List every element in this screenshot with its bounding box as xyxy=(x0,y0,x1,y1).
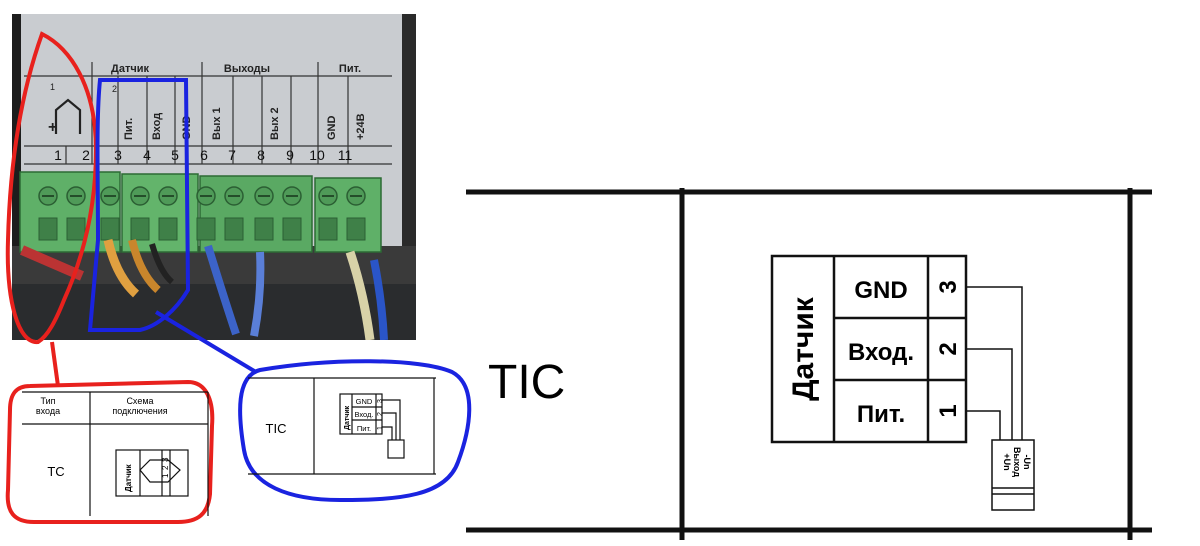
panel-terminal-number-2: 2 xyxy=(82,147,90,163)
main-table-frame xyxy=(466,188,1152,540)
terminal-opening-6 xyxy=(196,217,216,241)
thermocouple-symbol xyxy=(54,98,82,134)
panel-terminal-number-5: 5 xyxy=(171,147,179,163)
panel-terminal-number-7: 7 xyxy=(228,147,236,163)
brown-wire xyxy=(128,239,161,293)
main-tic-label: TIC xyxy=(488,356,565,409)
main-block-label: Датчик xyxy=(787,296,820,401)
panel-terminal-number-11: 11 xyxy=(338,147,353,163)
panel-terminal-label-4: Вых 2 xyxy=(269,107,281,140)
panel-group-label-1: Выходы xyxy=(224,63,270,75)
panel-terminal-number-3: 3 xyxy=(114,147,122,163)
main-pin-1: 1 xyxy=(935,404,962,417)
main-row-input: Вход. xyxy=(848,339,914,366)
panel-terminal-label-5: GND xyxy=(326,116,338,141)
panel-group-label-0: Датчик xyxy=(111,63,149,75)
orange-wire xyxy=(103,238,140,298)
blue-wire-2 xyxy=(250,251,265,337)
main-row-power: Пит. xyxy=(857,401,905,428)
blue-wire-3 xyxy=(370,259,388,340)
terminal-opening-5 xyxy=(158,217,178,241)
main-pin-3: 3 xyxy=(935,280,962,293)
wires xyxy=(20,238,388,340)
terminal-opening-4 xyxy=(130,217,150,241)
main-row-gnd: GND xyxy=(854,277,907,304)
terminal-screws xyxy=(38,186,366,241)
panel-mark-2: 2 xyxy=(112,84,117,94)
cream-wire xyxy=(345,250,375,340)
terminal-opening-11 xyxy=(346,217,366,241)
blue-wire-1 xyxy=(204,244,240,336)
panel-group-label-2: Пит. xyxy=(339,63,361,75)
panel-terminal-number-1: 1 xyxy=(54,147,62,163)
red-wire xyxy=(20,245,84,281)
panel-terminal-number-6: 6 xyxy=(200,147,208,163)
main-pin-2: 2 xyxy=(935,342,962,355)
panel-plus-sign: + xyxy=(48,119,57,136)
panel-terminal-number-10: 10 xyxy=(309,147,325,163)
panel-terminal-label-0: Пит. xyxy=(123,118,135,140)
panel-terminal-number-9: 9 xyxy=(286,147,294,163)
main-diagram: TIC Датчик GND Вход. Пит. 3 2 1 +Un Выхо… xyxy=(466,188,1152,540)
panel-terminal-label-6: +24В xyxy=(355,113,367,140)
red-outline-table xyxy=(5,379,215,524)
terminal-opening-1 xyxy=(38,217,58,241)
dark-cavity-lower xyxy=(12,284,416,340)
panel-terminal-label-1: Вход xyxy=(151,113,163,140)
panel-terminal-label-3: Вых 1 xyxy=(211,107,223,140)
panel-terminal-number-4: 4 xyxy=(143,147,151,163)
terminal-opening-2 xyxy=(66,217,86,241)
red-connector-line xyxy=(50,341,60,387)
main-sensor-box xyxy=(991,439,1035,511)
panel-terminal-number-8: 8 xyxy=(257,147,265,163)
terminal-opening-7 xyxy=(224,217,244,241)
main-wiring xyxy=(966,286,1023,440)
red-outline-terminals xyxy=(5,31,99,344)
panel-mark-1: 1 xyxy=(50,82,55,92)
blue-outline-table xyxy=(238,359,472,503)
blue-connector-line xyxy=(154,310,258,374)
main-sensor-pin-plus: +Un xyxy=(1002,453,1012,470)
terminal-opening-10 xyxy=(318,217,338,241)
main-sensor-pin-minus: -Un xyxy=(1022,455,1032,470)
blue-outline-terminals xyxy=(87,78,191,332)
terminal-opening-9 xyxy=(282,217,302,241)
terminal-opening-8 xyxy=(254,217,274,241)
black-wire xyxy=(149,243,175,285)
main-sensor-pin-output: Выход xyxy=(1012,447,1022,477)
